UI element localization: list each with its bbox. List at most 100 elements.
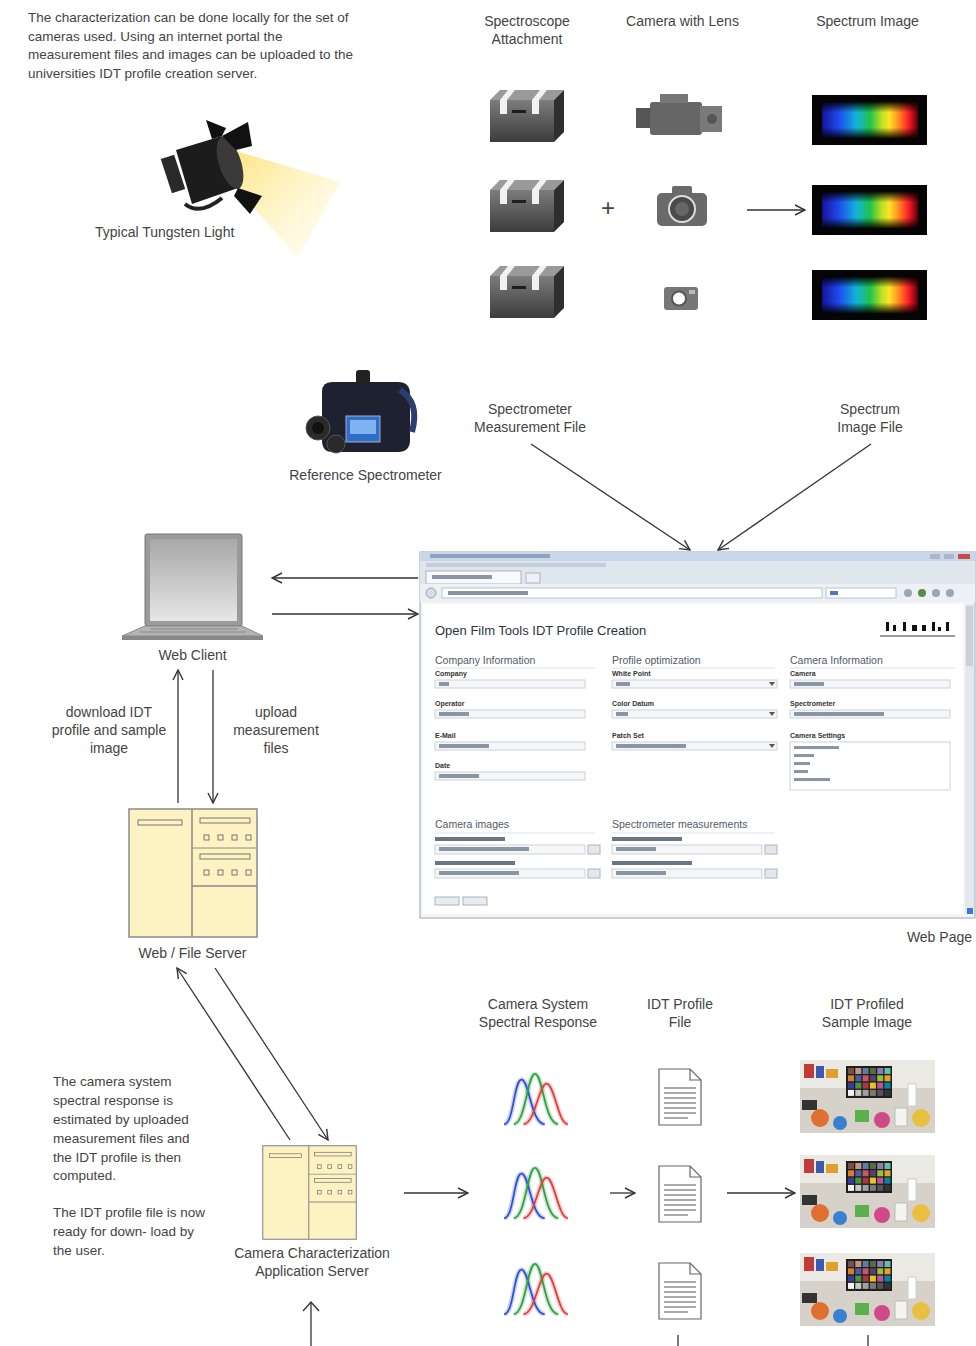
web-page-screenshot bbox=[893, 625, 896, 631]
web-page-screenshot bbox=[439, 682, 449, 686]
web-page-screenshot bbox=[435, 742, 585, 750]
flow-arrow bbox=[610, 1192, 635, 1193]
continuation-lines bbox=[303, 1302, 868, 1346]
server-icon bbox=[129, 809, 356, 1239]
column-header: Spectrum Image bbox=[805, 8, 932, 333]
node-text: Camera Settings bbox=[790, 732, 890, 740]
web-page-screenshot bbox=[435, 833, 595, 834]
web-page-screenshot bbox=[769, 744, 775, 748]
flow-arrow bbox=[177, 968, 290, 1140]
web-page-screenshot bbox=[932, 589, 940, 597]
node-text: Operator bbox=[435, 700, 535, 708]
web-page-screenshot bbox=[794, 682, 824, 686]
flow-arrow bbox=[272, 613, 418, 614]
side-note: The camera system spectral response is e… bbox=[53, 1073, 211, 1186]
laptop-icon bbox=[122, 636, 263, 640]
compact-camera bbox=[664, 287, 698, 310]
sample-photo bbox=[800, 1253, 935, 1326]
web-page-screenshot bbox=[612, 837, 682, 841]
web-page-screenshot bbox=[922, 625, 926, 631]
node-text: Company bbox=[435, 670, 535, 678]
web-page-screenshot bbox=[790, 668, 955, 669]
continuation-lines bbox=[303, 1302, 319, 1311]
laptop-icon bbox=[140, 632, 246, 633]
web-page-screenshot bbox=[423, 604, 963, 914]
document-icon bbox=[659, 1263, 701, 1319]
web-page-screenshot bbox=[420, 561, 975, 584]
flow-arrow bbox=[531, 444, 690, 550]
web-page-screenshot bbox=[426, 571, 521, 584]
node-text: Web / File Server bbox=[120, 944, 265, 962]
web-page-screenshot bbox=[794, 712, 884, 716]
video-camera bbox=[660, 94, 688, 103]
compact-camera bbox=[664, 287, 698, 310]
plus-sign: + bbox=[598, 196, 618, 220]
flow-arrow bbox=[404, 1192, 468, 1193]
continuation-lines bbox=[867, 1335, 868, 1346]
web-page-screenshot bbox=[435, 772, 585, 780]
node-text: Typical Tungsten Light bbox=[95, 223, 260, 241]
file-label: Spectrometer Measurement File bbox=[455, 398, 607, 444]
flow-arrow bbox=[272, 577, 418, 578]
node-text: E-Mail bbox=[435, 732, 535, 740]
flow-arrow bbox=[177, 670, 178, 803]
node-text: Profile optimization bbox=[612, 654, 782, 667]
node-text: Spectroscope Attachment bbox=[472, 12, 582, 48]
node-text: Spectrometer measurements bbox=[612, 818, 782, 831]
flow-arrow bbox=[215, 968, 328, 1140]
web-page-screenshot bbox=[769, 712, 775, 716]
web-page-screenshot bbox=[830, 591, 838, 595]
web-page-screenshot bbox=[435, 861, 515, 865]
reference-spectrometer bbox=[356, 370, 370, 384]
web-page-screenshot bbox=[616, 682, 630, 686]
flow-arrow bbox=[718, 444, 871, 550]
web-page-screenshot bbox=[794, 754, 814, 757]
node-text: IDT Profiled Sample Image bbox=[817, 995, 917, 1031]
laptop-icon bbox=[122, 626, 263, 636]
web-page-screenshot bbox=[448, 591, 528, 595]
web-page-screenshot bbox=[616, 847, 656, 851]
video-camera bbox=[650, 102, 702, 135]
tungsten-lamp bbox=[185, 198, 222, 209]
dslr-camera bbox=[657, 193, 707, 226]
sample-photo bbox=[800, 1155, 935, 1228]
web-page-screenshot bbox=[588, 845, 600, 854]
laptop-icon bbox=[122, 534, 263, 640]
spectral-response-curves bbox=[504, 1168, 568, 1218]
sample-photo bbox=[800, 1060, 935, 1326]
column-header: Camera with Lens bbox=[620, 8, 747, 333]
web-page-screenshot bbox=[420, 584, 975, 602]
node-text: Web Client bbox=[115, 646, 270, 664]
web-page-screenshot bbox=[938, 627, 941, 631]
icon-caption: Camera Characterization Application Serv… bbox=[222, 1140, 404, 1288]
icon-caption: Web / File Server bbox=[120, 803, 267, 968]
continuation-lines bbox=[677, 1335, 678, 1346]
web-page-screenshot bbox=[439, 744, 489, 748]
tungsten-lamp bbox=[234, 188, 262, 214]
web-page-screenshot bbox=[439, 847, 529, 851]
node-text: Spectrum Image File bbox=[825, 400, 915, 436]
web-page-screenshot bbox=[420, 552, 975, 918]
web-page-screenshot bbox=[790, 710, 950, 718]
spectroscope-attachment bbox=[490, 90, 564, 318]
web-page-screenshot bbox=[790, 742, 950, 790]
sample-photo bbox=[800, 1060, 935, 1133]
web-page-screenshot bbox=[944, 554, 954, 559]
node-text: Spectrum Image bbox=[805, 12, 930, 30]
column-header: Spectroscope Attachment bbox=[472, 8, 584, 333]
server-icon bbox=[129, 809, 257, 937]
web-page-screenshot bbox=[918, 589, 926, 597]
column-header: IDT Profile File bbox=[635, 993, 727, 1325]
web-page-screenshot bbox=[958, 554, 970, 559]
web-page-screenshot bbox=[616, 744, 686, 748]
node-text: Spectrometer Measurement File bbox=[455, 400, 605, 436]
web-page-screenshot bbox=[794, 770, 808, 773]
web-page-screenshot bbox=[435, 897, 459, 905]
web-page-screenshot bbox=[612, 861, 692, 865]
intro-note: The characterization can be done locally… bbox=[28, 9, 363, 84]
tungsten-lamp bbox=[161, 120, 340, 258]
compact-camera bbox=[689, 290, 695, 294]
spectrum-image bbox=[812, 185, 927, 235]
web-page-screenshot bbox=[826, 588, 896, 598]
